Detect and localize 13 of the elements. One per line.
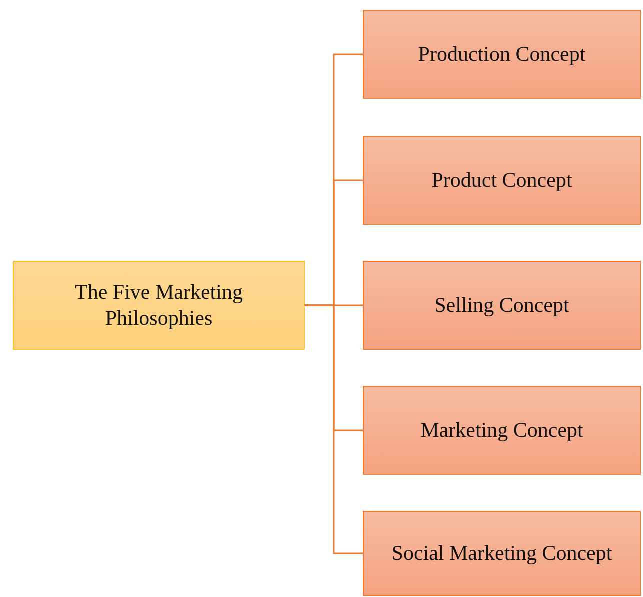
concept-box bbox=[363, 511, 641, 596]
connector-line bbox=[305, 304, 363, 554]
concept-box bbox=[363, 10, 641, 99]
box-label: The Five Marketing Philosophies bbox=[74, 280, 244, 331]
concept-box bbox=[363, 136, 641, 225]
box-label: Production Concept bbox=[417, 42, 587, 68]
root-box bbox=[13, 261, 305, 350]
concept-box bbox=[363, 261, 641, 350]
concept-box bbox=[363, 386, 641, 475]
box-label: Social Marketing Concept bbox=[390, 540, 614, 566]
box-label: Marketing Concept bbox=[420, 418, 584, 444]
box-label: Selling Concept bbox=[434, 292, 570, 318]
box-label: Product Concept bbox=[430, 168, 574, 194]
